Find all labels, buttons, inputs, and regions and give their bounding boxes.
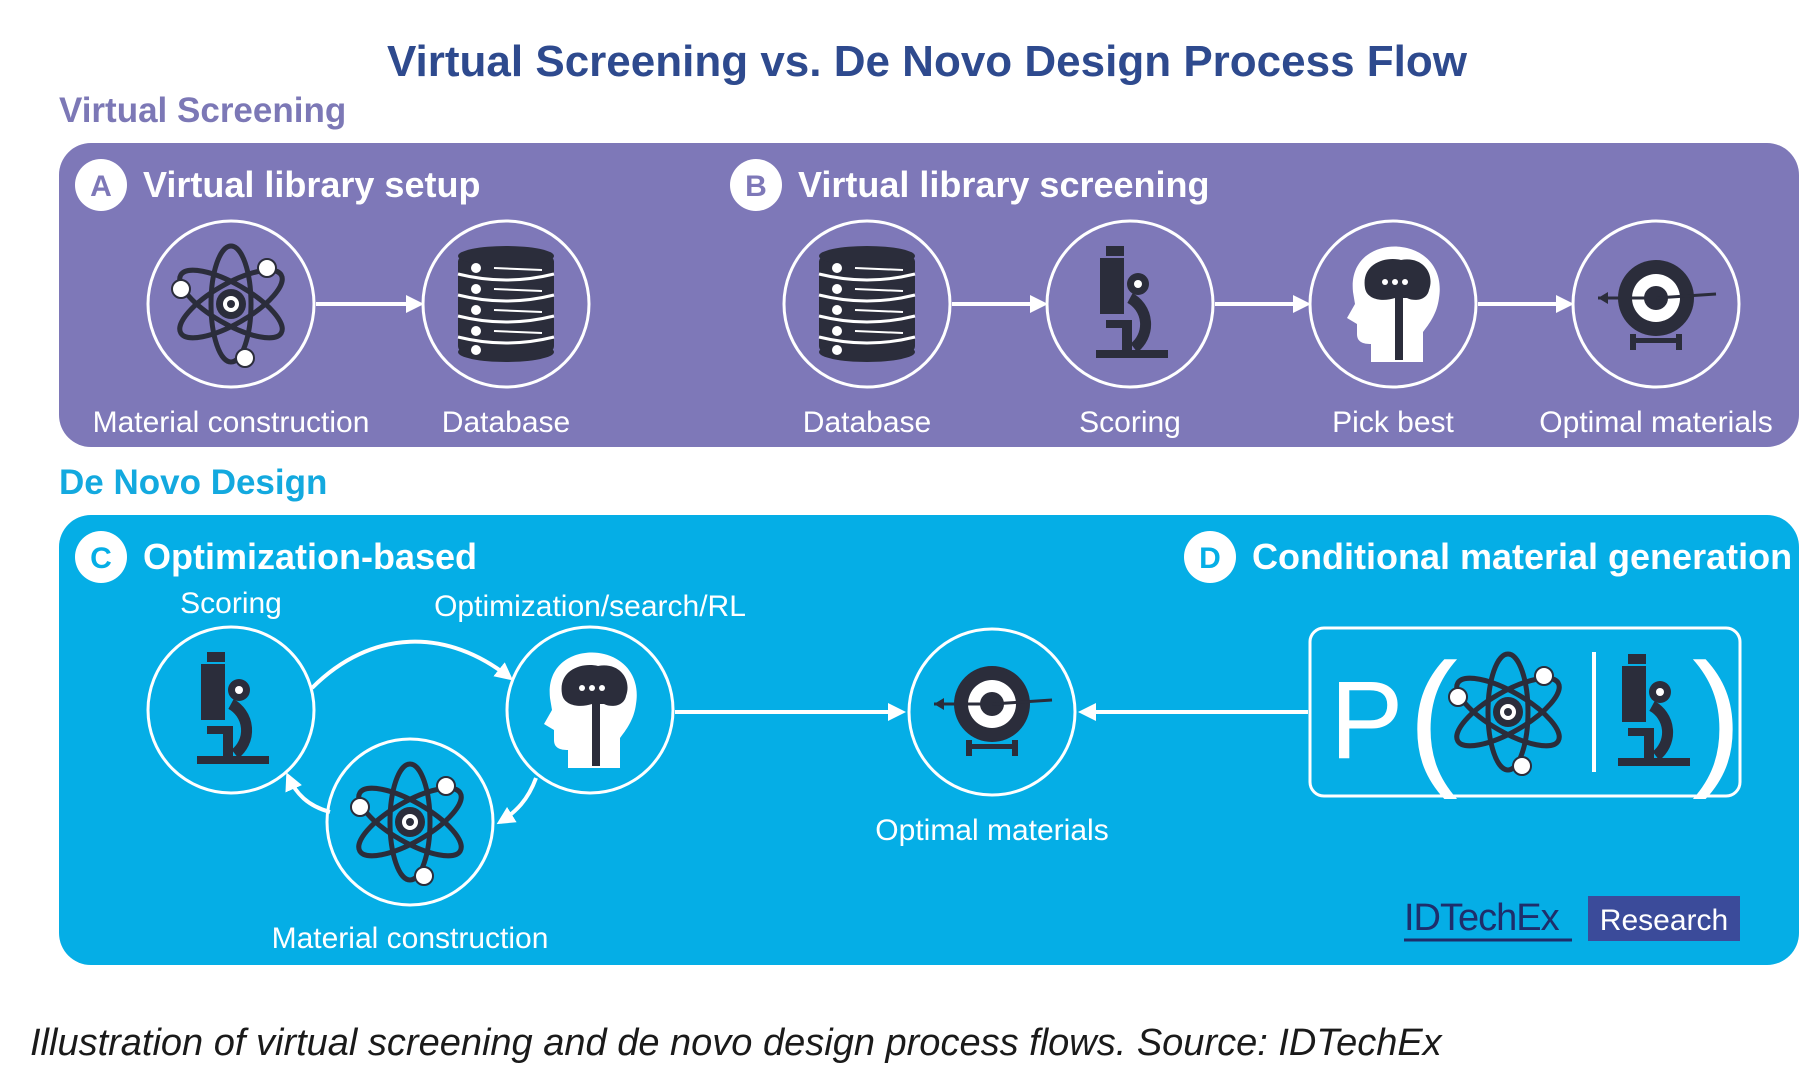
step-a-title: Virtual library setup xyxy=(143,164,480,205)
brand-tag: Research xyxy=(1600,904,1728,937)
dn-optimal-materials-node xyxy=(907,627,1077,797)
step-c-badge xyxy=(75,531,127,583)
step-b-title: Virtual library screening xyxy=(798,164,1210,205)
virtual-screening-panel xyxy=(59,143,1799,447)
dn-optimization-node xyxy=(505,625,675,795)
dn-label-scoring: Scoring xyxy=(180,587,282,620)
step-b-badge xyxy=(730,159,782,211)
step-d-badge xyxy=(1184,531,1236,583)
formula-close-paren: ) xyxy=(1692,632,1742,800)
database-icon xyxy=(456,244,556,364)
vs-label-database-a: Database xyxy=(442,406,570,439)
vs-label-database-b: Database xyxy=(803,406,931,439)
vs-label-material-construction: Material construction xyxy=(93,406,370,439)
dn-label-optimal-materials: Optimal materials xyxy=(875,814,1108,847)
step-c-title: Optimization-based xyxy=(143,536,477,577)
vs-optimal-materials-node xyxy=(1571,219,1741,389)
step-d-title: Conditional material generation xyxy=(1252,536,1792,577)
brand-tag-bg xyxy=(1588,896,1740,941)
vs-label-optimal-materials: Optimal materials xyxy=(1539,406,1772,439)
vs-scoring-node xyxy=(1045,219,1215,389)
step-a-badge-letter: A xyxy=(90,170,112,203)
vs-database-node-a xyxy=(421,219,591,389)
vs-database-node-b xyxy=(782,219,952,389)
dn-scoring-node xyxy=(146,625,316,795)
dn-label-material-construction: Material construction xyxy=(272,922,549,955)
cycle-arrow-construction-to-scoring xyxy=(285,772,331,814)
dn-label-optimization: Optimization/search/RL xyxy=(434,590,746,623)
formula-symbol: P xyxy=(1330,659,1403,782)
conditional-generation-box xyxy=(1308,626,1742,798)
step-c-badge-letter: C xyxy=(90,542,112,575)
page-title: Virtual Screening vs. De Novo Design Pro… xyxy=(387,37,1468,86)
step-d-badge-letter: D xyxy=(1199,542,1221,575)
formula-open-paren: ( xyxy=(1408,632,1458,800)
section-heading-de-novo: De Novo Design xyxy=(59,463,327,502)
brand-logo: IDTechEx xyxy=(1404,897,1560,939)
dn-material-construction-node xyxy=(325,737,495,907)
database-icon xyxy=(817,244,917,364)
cycle-arrow-scoring-to-optimization xyxy=(310,639,514,690)
step-a-badge xyxy=(75,159,127,211)
section-heading-virtual-screening: Virtual Screening xyxy=(59,91,346,130)
figure-caption: Illustration of virtual screening and de… xyxy=(30,1022,1444,1064)
vs-label-scoring: Scoring xyxy=(1079,406,1181,439)
vs-pick-best-node xyxy=(1308,219,1478,389)
vs-material-construction-node xyxy=(146,219,316,389)
step-b-badge-letter: B xyxy=(745,170,767,203)
vs-label-pick-best: Pick best xyxy=(1332,406,1454,439)
cycle-arrow-optimization-to-construction xyxy=(496,777,538,825)
